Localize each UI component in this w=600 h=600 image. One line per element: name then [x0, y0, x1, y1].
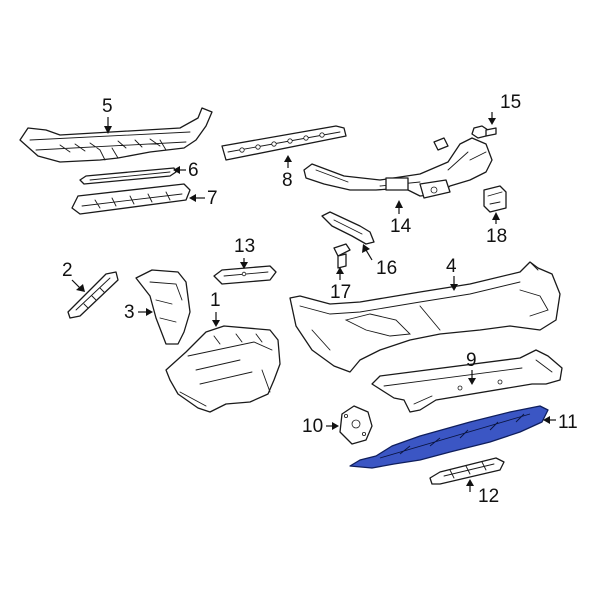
svg-text:7: 7	[207, 188, 218, 209]
part-6-strip[interactable]	[79, 167, 177, 185]
svg-text:6: 6	[188, 160, 199, 181]
svg-text:12: 12	[478, 486, 499, 507]
part-11-lower-valance[interactable]	[349, 405, 549, 469]
svg-text:13: 13	[234, 236, 255, 257]
part-3-side-bracket[interactable]	[135, 269, 191, 345]
svg-text:15: 15	[500, 92, 521, 113]
callout-4: 4	[446, 256, 458, 291]
part-16-bracket[interactable]	[321, 211, 375, 245]
part-4-bumper-cover[interactable]	[289, 261, 561, 373]
part-7-absorber[interactable]	[71, 183, 191, 215]
part-18-clip[interactable]	[483, 185, 507, 213]
part-2-bracket[interactable]	[67, 271, 119, 319]
svg-text:1: 1	[210, 290, 221, 311]
callout-13: 13	[234, 236, 255, 269]
part-14-hitch[interactable]	[303, 137, 493, 199]
svg-text:10: 10	[302, 416, 323, 437]
callout-7: 7	[189, 188, 218, 209]
callout-1: 1	[210, 290, 221, 327]
part-17-fastener[interactable]	[333, 243, 351, 269]
svg-text:9: 9	[466, 350, 477, 371]
callout-18: 18	[486, 212, 507, 247]
part-1-side-panel[interactable]	[165, 325, 281, 413]
callout-17: 17	[330, 267, 351, 303]
callout-12: 12	[466, 479, 499, 507]
svg-text:17: 17	[330, 282, 351, 303]
part-9-impact-bar[interactable]	[371, 349, 563, 413]
svg-text:3: 3	[124, 302, 135, 323]
callout-10: 10	[302, 416, 339, 437]
svg-text:4: 4	[446, 256, 457, 277]
part-11-fill	[349, 405, 549, 469]
callout-2: 2	[62, 260, 85, 292]
svg-text:5: 5	[102, 96, 113, 117]
callout-3: 3	[124, 302, 153, 323]
callout-9: 9	[466, 350, 477, 385]
svg-text:18: 18	[486, 226, 507, 247]
callout-11: 11	[543, 412, 578, 433]
svg-text:8: 8	[282, 170, 293, 191]
svg-text:14: 14	[390, 216, 412, 237]
callout-15: 15	[488, 92, 521, 125]
part-5-upper-bracket[interactable]	[19, 107, 213, 163]
part-13-bracket[interactable]	[213, 265, 277, 285]
part-8-rail[interactable]	[221, 125, 347, 161]
svg-text:11: 11	[558, 412, 578, 433]
callout-16: 16	[362, 244, 397, 279]
part-12-trim[interactable]	[429, 457, 505, 485]
part-15-bolt[interactable]	[471, 125, 497, 139]
svg-text:2: 2	[62, 260, 73, 281]
callout-8: 8	[282, 155, 293, 191]
callout-14: 14	[390, 200, 412, 237]
svg-text:16: 16	[376, 258, 397, 279]
part-10-bracket[interactable]	[339, 405, 373, 445]
callout-6: 6	[173, 160, 199, 181]
callout-5: 5	[102, 96, 113, 134]
